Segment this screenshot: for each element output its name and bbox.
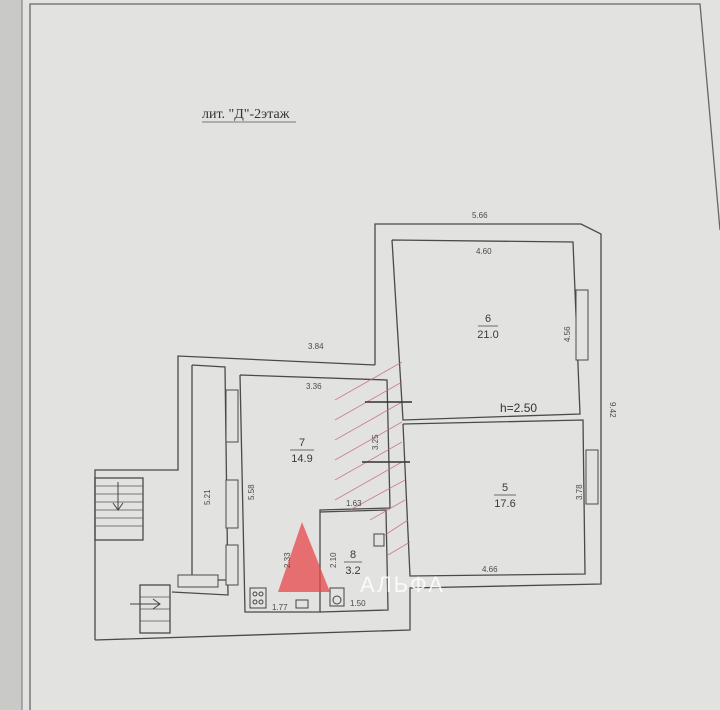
window-room5 <box>585 449 599 505</box>
door-markers <box>362 401 412 463</box>
dim-left-outer: 5.21 <box>203 489 212 505</box>
dim-top-overall: 5.66 <box>472 211 488 220</box>
window-corridor <box>225 544 239 586</box>
dim-room5-width: 4.66 <box>482 565 498 574</box>
dim-right-overall: 9.42 <box>608 402 617 418</box>
outer-wall-right-block <box>94 223 602 641</box>
dim-room7-height: 5.58 <box>247 484 256 500</box>
dim-bottom-left: 1.77 <box>272 603 288 612</box>
room-5-area: 17.6 <box>494 498 515 510</box>
room8-walls <box>319 509 389 613</box>
dim-room7-width: 3.36 <box>306 382 322 391</box>
sink-icon <box>295 599 309 609</box>
window-left-bottom <box>177 574 219 588</box>
room-5-number: 5 <box>502 482 508 494</box>
watermark-triangle <box>278 522 330 592</box>
hatched-corridor <box>334 361 411 556</box>
window-room7-upper <box>225 389 239 443</box>
window-room6 <box>575 289 589 361</box>
stair-box <box>94 477 144 541</box>
room-8-number: 8 <box>350 549 356 561</box>
ceiling-height: h=2.50 <box>500 401 537 415</box>
dim-room8-width: 1.63 <box>346 499 362 508</box>
room-7-number: 7 <box>299 437 305 449</box>
dim-room5-height: 3.78 <box>575 484 584 500</box>
stair-arrows <box>112 482 161 610</box>
dim-room6-width: 4.60 <box>476 247 492 256</box>
sheet-frame <box>29 3 720 710</box>
binding-edge <box>0 0 22 710</box>
boiler-icon <box>373 533 385 547</box>
dim-room8-height: 2.10 <box>329 552 338 568</box>
fixtures <box>249 533 385 609</box>
room-6-number: 6 <box>485 313 491 325</box>
toilet-icon <box>329 587 345 607</box>
dimension-labels: 5.66 4.60 4.56 9.42 3.84 3.36 3.25 3.78 … <box>203 211 617 612</box>
room5-walls <box>402 419 586 577</box>
plan-title: лит. "Д"-2этаж <box>202 107 290 122</box>
dim-bottom-right: 1.50 <box>350 599 366 608</box>
window-room7-lower <box>225 479 239 529</box>
room7-walls <box>239 374 391 613</box>
windows <box>177 289 599 588</box>
stair-treads <box>95 485 170 622</box>
watermark-text: АЛЬФА <box>360 572 445 597</box>
dim-room6-height: 4.56 <box>563 326 572 342</box>
room6-walls <box>391 239 581 421</box>
dim-left-lower: 2.33 <box>283 552 292 568</box>
dim-left-top: 3.84 <box>308 342 324 351</box>
room-6-area: 21.0 <box>477 329 498 341</box>
room-7-area: 14.9 <box>291 453 312 465</box>
room-labels: 6 21.0 7 14.9 5 17.6 8 3.2 <box>290 313 516 577</box>
dim-corridor-height: 3.25 <box>371 434 380 450</box>
room-8-area: 3.2 <box>345 565 360 577</box>
stove-icon <box>249 587 267 609</box>
